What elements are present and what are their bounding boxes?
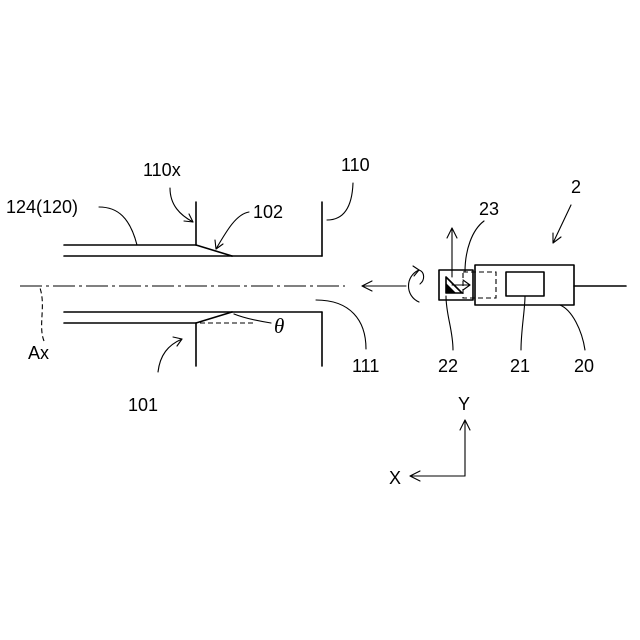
label-tube: 124(120) — [6, 197, 78, 217]
label-device: 2 — [571, 177, 581, 197]
label-axis: Ax — [28, 343, 49, 363]
coordinate-x-arrow — [410, 471, 465, 481]
label-sensor: 21 — [510, 356, 530, 376]
label-x-axis: X — [389, 468, 401, 488]
rotation-arrow — [409, 266, 424, 302]
label-opening: 111 — [352, 356, 379, 376]
leader-housing — [327, 183, 353, 220]
axis-direction-arrow — [362, 281, 406, 291]
leader-probe — [560, 305, 585, 350]
label-probe: 20 — [574, 356, 594, 376]
label-prism: 22 — [438, 356, 458, 376]
sensor-box — [506, 272, 544, 296]
label-taper: 102 — [253, 202, 283, 222]
label-angle: θ — [274, 314, 284, 338]
leader-taper — [216, 212, 249, 249]
beam-right-arrow — [452, 280, 470, 290]
label-housing: 110 — [341, 155, 370, 175]
label-y-axis: Y — [458, 394, 470, 414]
leader-prism — [446, 296, 453, 350]
lower-tube-wall — [64, 312, 232, 323]
upper-tube-wall — [64, 245, 232, 256]
label-prism-window: 23 — [479, 199, 499, 219]
leader-axis — [40, 288, 44, 341]
leader-sensor — [521, 296, 525, 350]
leader-tube — [99, 207, 137, 245]
leader-opening — [316, 300, 366, 349]
coordinate-y-arrow — [460, 420, 470, 476]
label-bore: 101 — [128, 395, 158, 415]
label-housing-edge: 110x — [143, 160, 181, 180]
housing-right-wall — [232, 202, 322, 366]
leader-housing-edge — [170, 188, 193, 222]
leader-device — [553, 205, 571, 243]
leader-angle — [234, 314, 271, 323]
